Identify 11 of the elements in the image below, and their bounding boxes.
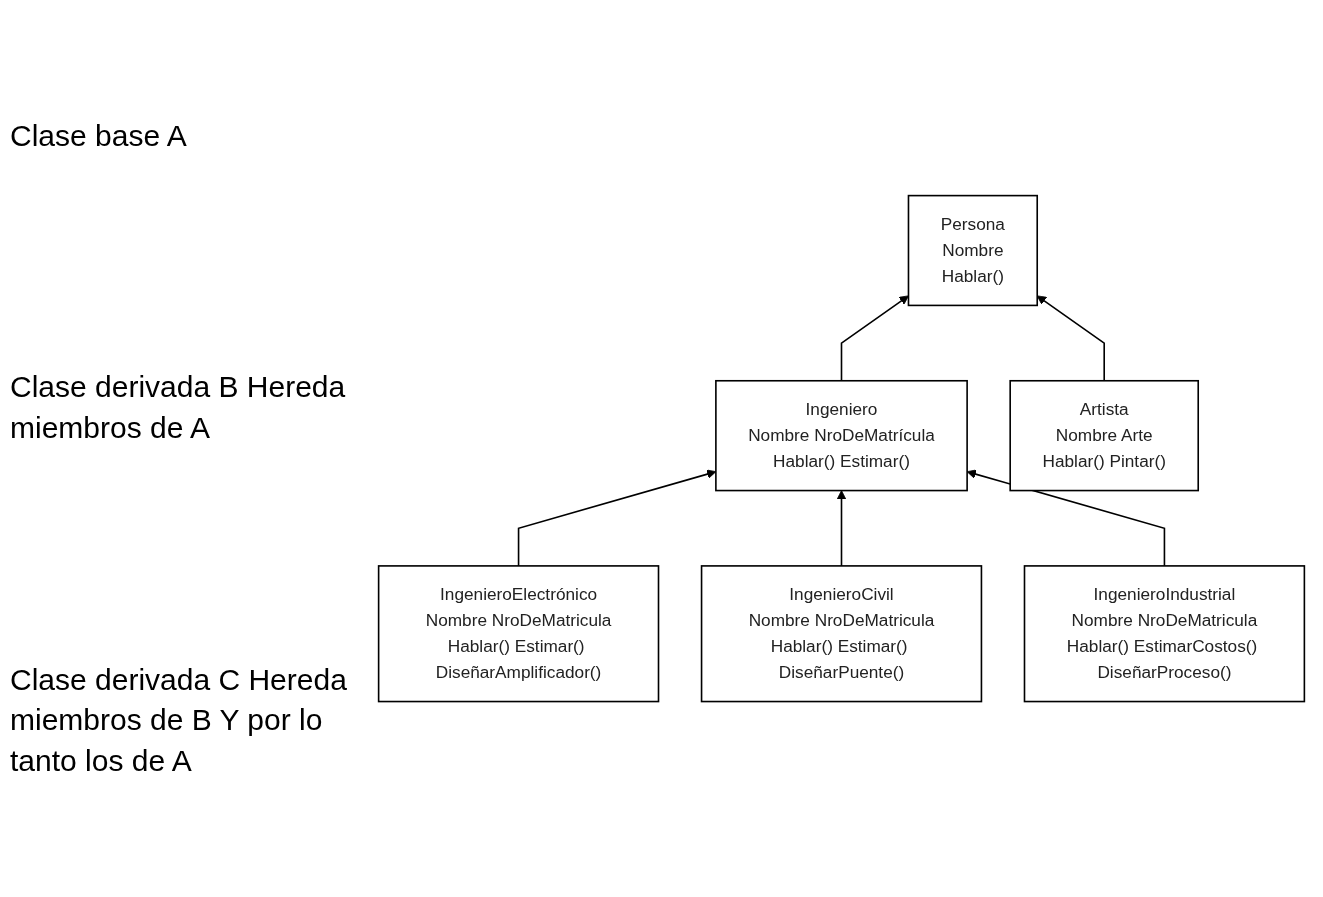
annotation-text: Clase derivada C Hereda miembros de B Y por lo tanto los de A <box>10 661 348 779</box>
node-box: Ingeniero Nombre NroDeMatrícula Hablar() Estimar() <box>715 379 968 492</box>
annotation-text: Clase derivada B Hereda miembros de A <box>10 369 347 446</box>
arrow <box>836 490 847 567</box>
node-box: IngenieroCivil Nombre NroDeMatricula Hablar() Estimar() DiseñarPuente() <box>700 565 983 703</box>
annotation-text: Clase base A <box>10 117 188 154</box>
node-box: Artista Nombre Arte Hablar() Pintar() <box>1009 379 1200 492</box>
arrow <box>840 295 909 382</box>
node-box: IngenieroElectrónico Nombre NroDeMatricula Hablar() Estimar() DiseñarAmplificador() <box>377 565 660 703</box>
node-box: IngenieroIndustrial Nombre NroDeMatricula Hablar() EstimarCostos() DiseñarProceso() <box>1023 565 1306 703</box>
node-box: Persona Nombre Hablar() <box>907 194 1039 307</box>
